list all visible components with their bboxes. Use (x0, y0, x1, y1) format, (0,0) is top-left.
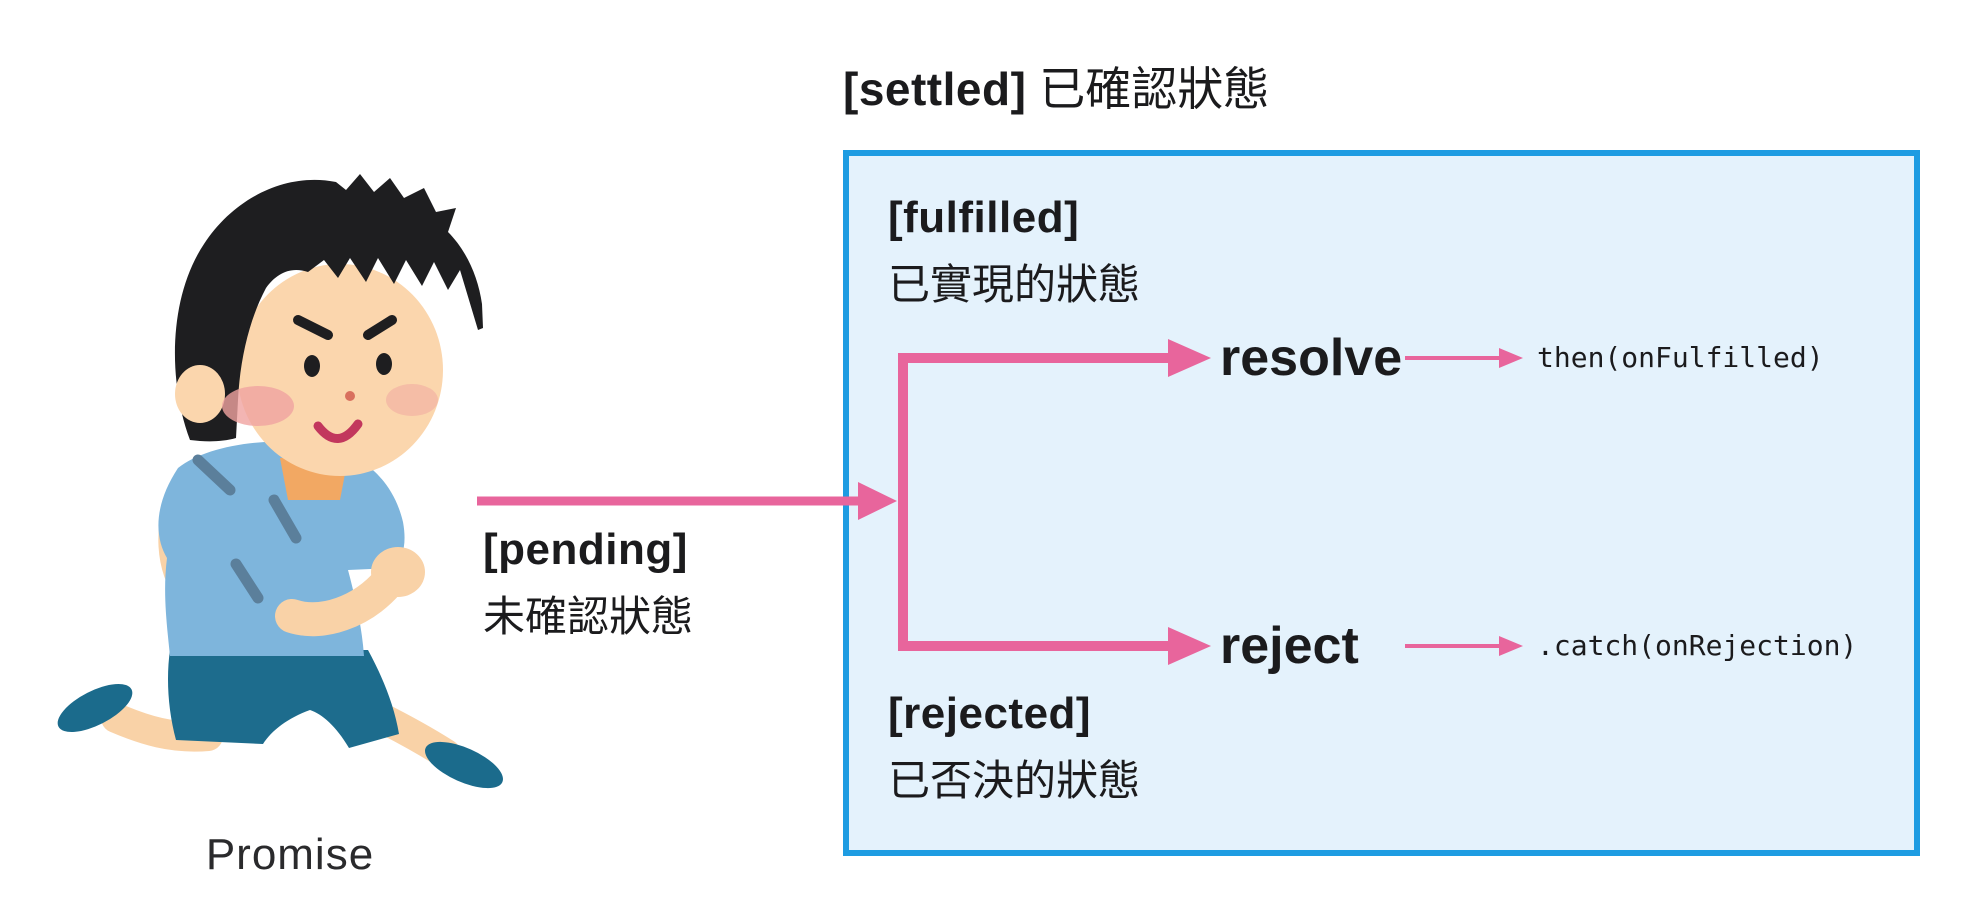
pending-arrow (477, 482, 897, 520)
blush-left (222, 386, 294, 426)
face (237, 264, 443, 476)
settled-label: 已確認狀態 (1039, 63, 1270, 115)
hair (174, 174, 483, 442)
settled-title: [settled] 已確認狀態 (843, 62, 1269, 116)
catch-handler-code: .catch(onRejection) (1537, 629, 1858, 662)
resolve-action: resolve (1220, 329, 1403, 387)
eyebrows (293, 315, 397, 340)
fulfilled-label: 已實現的狀態 (888, 261, 1141, 308)
settled-tag: [settled] (843, 63, 1027, 115)
shorts (168, 650, 399, 748)
promise-caption: Promise (205, 830, 375, 879)
reject-action: reject (1220, 617, 1359, 675)
then-handler-code: then(onFulfilled) (1537, 341, 1824, 374)
shirt-streaks (192, 454, 302, 604)
eye-left (304, 355, 320, 377)
rejected-label: 已否決的狀態 (888, 757, 1141, 804)
head (174, 174, 483, 476)
nose (345, 391, 355, 401)
ear (175, 365, 225, 423)
eye-right (376, 353, 392, 375)
pending-tag: [pending] (483, 525, 688, 574)
rejected-tag: [rejected] (888, 689, 1092, 738)
fulfilled-state-block: [fulfilled] 已實現的狀態 (888, 192, 1140, 310)
pending-label: 未確認狀態 (483, 593, 694, 640)
rejected-state-block: [rejected] 已否決的狀態 (888, 688, 1140, 806)
blush-right (386, 384, 438, 416)
fulfilled-tag: [fulfilled] (888, 193, 1080, 242)
pending-state-block: [pending] 未確認狀態 (483, 524, 693, 642)
running-boy-illustration (57, 174, 503, 789)
mouth (313, 419, 363, 443)
near-arm (275, 547, 425, 637)
